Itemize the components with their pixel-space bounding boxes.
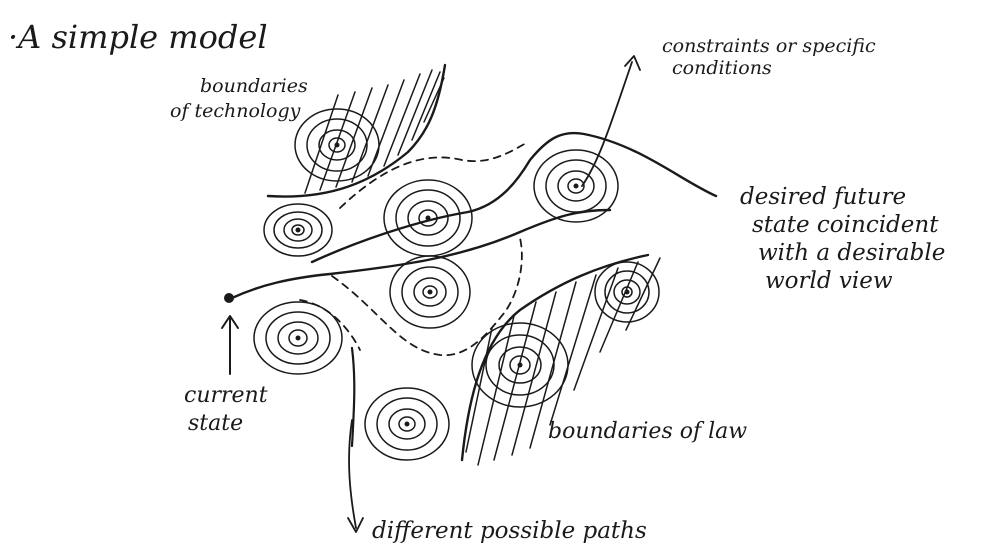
paths-arrow xyxy=(348,420,363,532)
label-constraints-line-1: constraints or specific xyxy=(662,35,876,57)
label-technology-boundary: boundaries of technology xyxy=(170,75,308,122)
contour-ring xyxy=(295,109,379,181)
label-technology-line-2: of technology xyxy=(170,100,301,122)
label-law-boundary: boundaries of law xyxy=(548,419,747,444)
contour-ring xyxy=(264,204,332,256)
contour-ring xyxy=(365,388,449,460)
label-paths: different possible paths xyxy=(372,518,647,544)
corridor-upper-edge xyxy=(312,133,716,262)
contour-ring xyxy=(534,150,618,222)
label-desired-line-4: world view xyxy=(765,268,893,294)
label-constraints: constraints or specific conditions xyxy=(662,35,876,79)
label-constraints-line-2: conditions xyxy=(672,57,772,79)
contour-ring xyxy=(390,256,470,328)
corridor xyxy=(232,133,716,446)
label-current-state: current state xyxy=(184,383,268,436)
contour-ring xyxy=(595,262,659,322)
contour-ring xyxy=(254,302,342,374)
current-state-dot xyxy=(224,293,234,303)
contour-ring xyxy=(384,180,472,256)
current-state-marker xyxy=(222,293,238,374)
label-desired-line-2: state coincident xyxy=(752,212,939,238)
label-desired-line-1: desired future xyxy=(740,184,906,210)
label-desired-line-3: with a desirable xyxy=(758,240,945,266)
corridor-left-lower-edge xyxy=(352,348,354,446)
dashed-paths xyxy=(300,142,528,355)
label-current-line-1: current xyxy=(184,383,268,408)
label-desired-state: desired future state coincident with a d… xyxy=(740,184,945,294)
label-current-line-2: state xyxy=(188,411,243,436)
diagram-title: ·A simple model xyxy=(8,18,268,56)
label-technology-line-1: boundaries xyxy=(200,75,308,97)
contour-ring xyxy=(472,323,568,407)
